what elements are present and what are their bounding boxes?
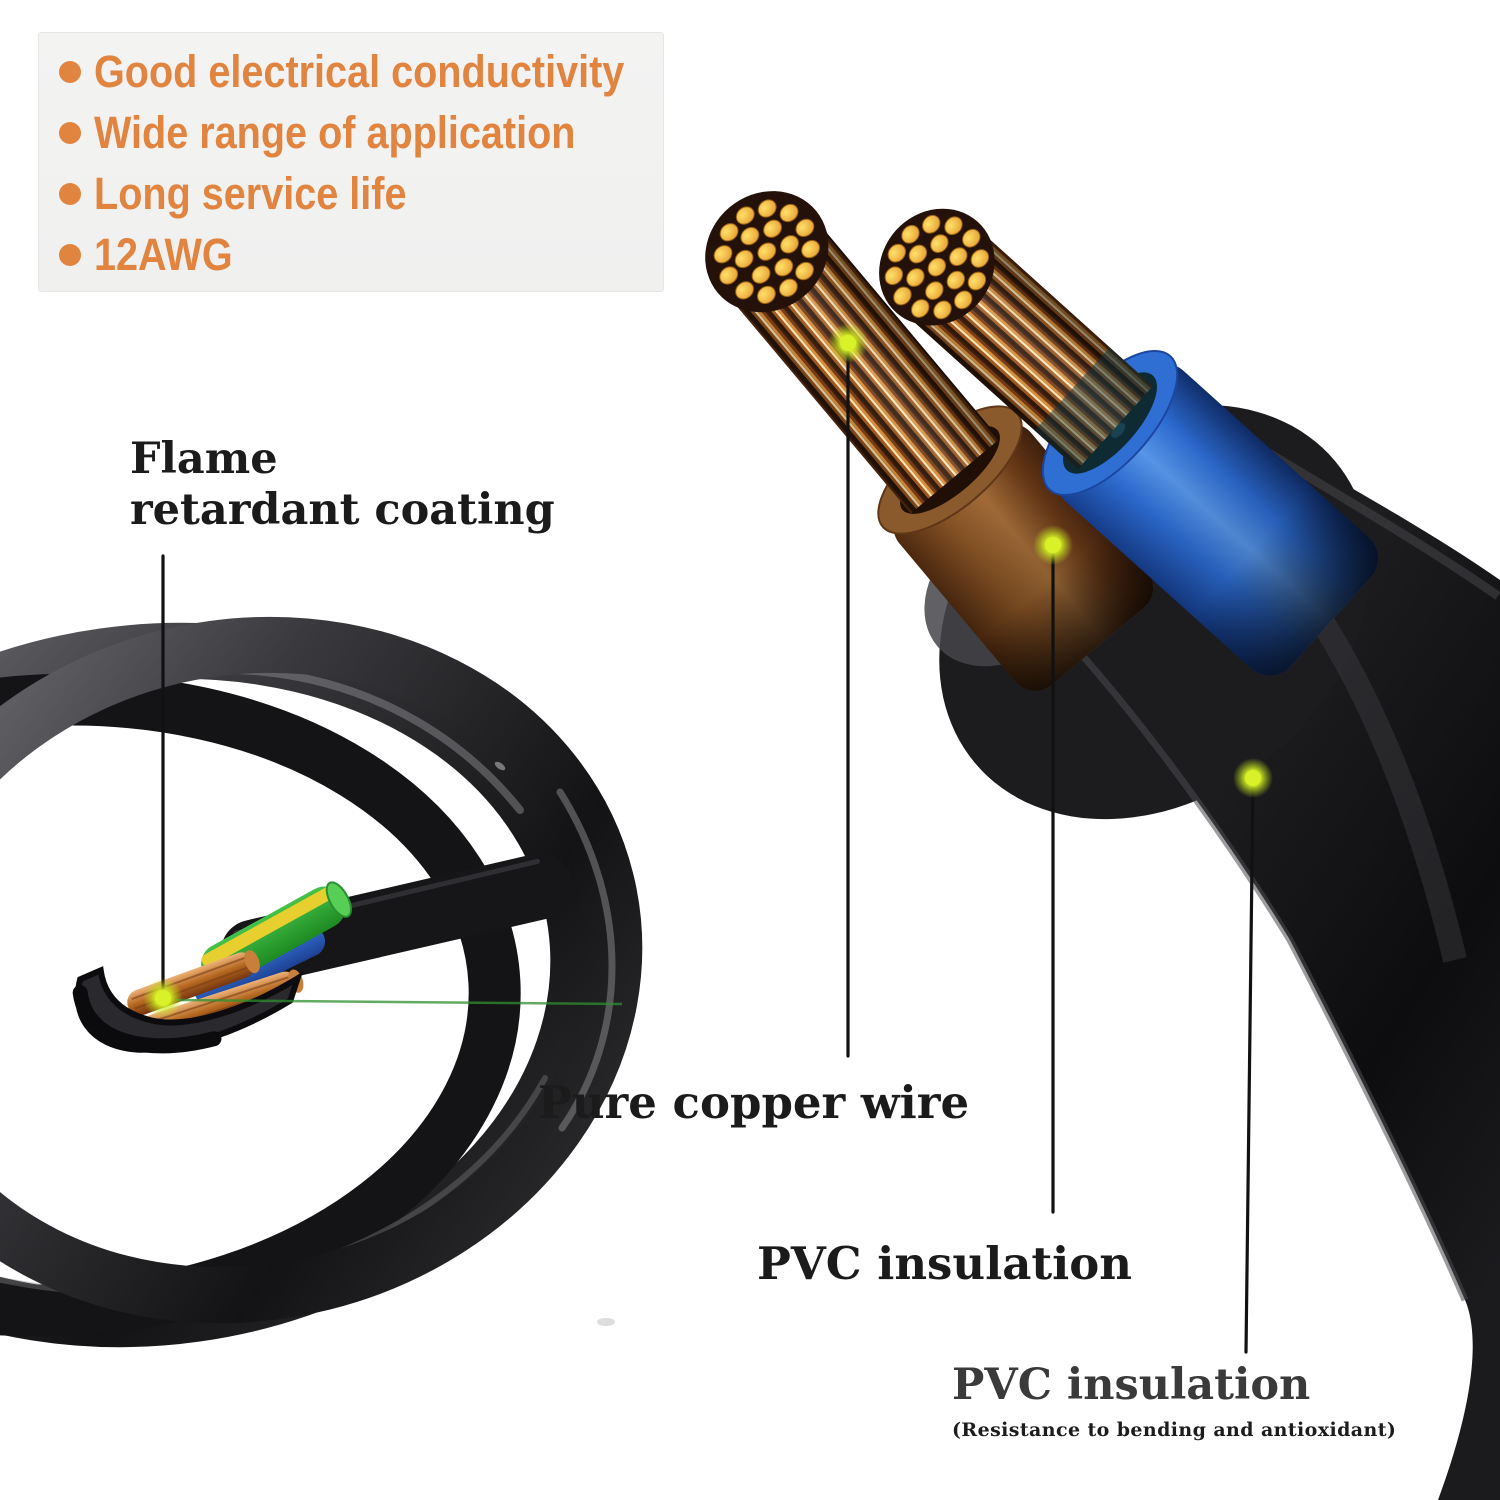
cut-cable-end: [72, 853, 574, 1054]
cable-coil-front: [0, 616, 643, 1324]
copper-strand-dots: [713, 199, 820, 305]
green-pointer-line: [175, 998, 623, 1006]
glow-dot-icon: [1233, 758, 1273, 798]
feature-item: Long service life: [59, 168, 663, 220]
copper-strand-dots: [884, 214, 990, 320]
feature-text: Good electrical conductivity: [94, 46, 625, 97]
flame-retardant-label: Flame retardant coating: [130, 434, 555, 535]
flame-label-line1: Flame: [130, 434, 278, 484]
brown-conductor: [705, 191, 1154, 691]
bullet-icon: [59, 183, 81, 205]
flame-label-line2: retardant coating: [130, 484, 555, 535]
feature-text: Long service life: [94, 168, 407, 219]
glow-dot-icon: [1033, 525, 1073, 565]
feature-text: Wide range of application: [94, 107, 576, 158]
bullet-icon: [59, 122, 81, 144]
feature-item: Good electrical conductivity: [59, 46, 663, 98]
feature-text: 12AWG: [94, 229, 233, 280]
feature-item: Wide range of application: [59, 107, 663, 159]
pvc-insulation-inner-label: PVC insulation: [757, 1237, 1132, 1290]
blue-conductor: [879, 208, 1379, 676]
glow-dot-icon: [143, 978, 183, 1018]
glow-markers: [143, 323, 1273, 1018]
feature-panel: Good electrical conductivity Wide range …: [38, 32, 664, 292]
callout-lines: [161, 343, 1255, 1354]
pure-copper-wire-label: Pure copper wire: [538, 1076, 970, 1129]
pvc-outer-callout-line: [1244, 779, 1255, 1354]
feature-item: 12AWG: [59, 229, 663, 281]
dust-speck: [597, 1318, 615, 1326]
pvc-insulation-outer-label: PVC insulation: [952, 1360, 1311, 1410]
dust-speck: [494, 761, 506, 771]
bullet-icon: [59, 61, 81, 83]
bullet-icon: [59, 244, 81, 266]
pvc-insulation-outer-note: (Resistance to bending and antioxidant): [952, 1419, 1397, 1441]
glow-dot-icon: [828, 323, 868, 363]
